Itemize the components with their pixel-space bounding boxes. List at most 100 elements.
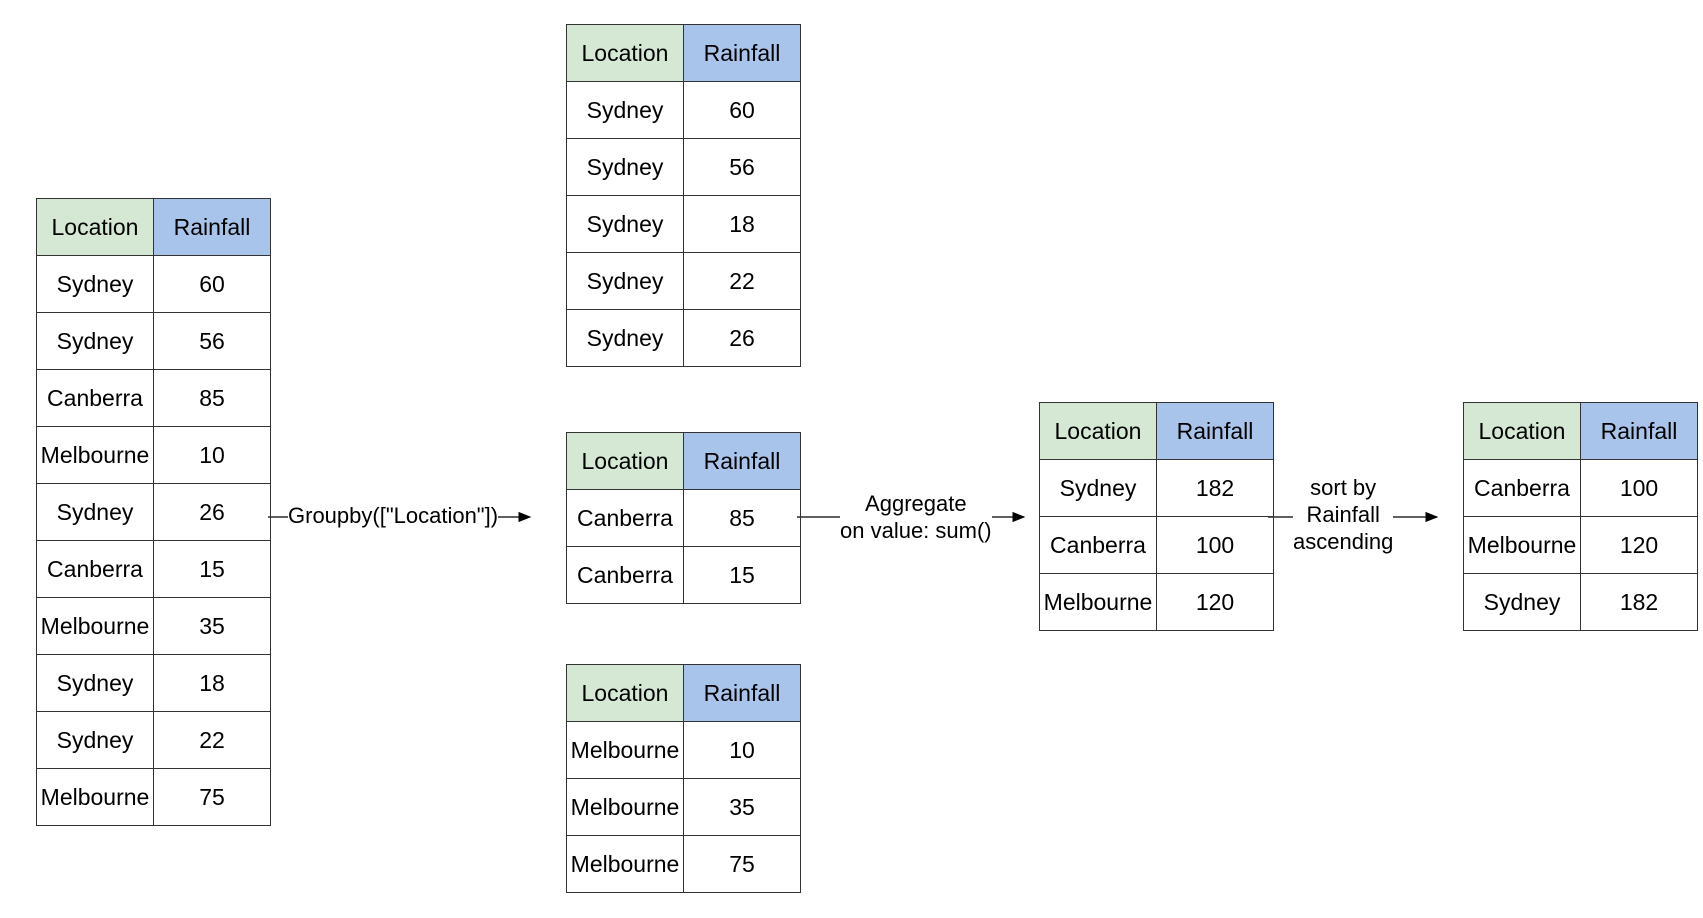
sort-text-line1: sort by <box>1310 475 1377 500</box>
location-cell: Melbourne <box>566 721 684 779</box>
location-cell: Sydney <box>566 252 684 310</box>
location-cell: Sydney <box>566 138 684 196</box>
rainfall-header: Rainfall <box>683 24 801 82</box>
rainfall-header: Rainfall <box>1580 402 1698 460</box>
location-cell: Sydney <box>36 483 154 541</box>
rainfall-cell: 26 <box>683 309 801 367</box>
table-header-row: Location Rainfall <box>566 24 801 82</box>
location-header: Location <box>36 198 154 256</box>
rainfall-header: Rainfall <box>153 198 271 256</box>
table-header-row: Location Rainfall <box>566 432 801 490</box>
table-header-row: Location Rainfall <box>566 664 801 722</box>
location-cell: Melbourne <box>1039 573 1157 631</box>
rainfall-cell: 56 <box>683 138 801 196</box>
rainfall-header: Rainfall <box>683 664 801 722</box>
location-cell: Melbourne <box>566 778 684 836</box>
aggregate-text-line1: Aggregate <box>865 491 967 516</box>
rainfall-cell: 75 <box>153 768 271 826</box>
location-cell: Canberra <box>566 546 684 604</box>
rainfall-cell: 75 <box>683 835 801 893</box>
rainfall-cell: 182 <box>1580 573 1698 631</box>
rainfall-cell: 15 <box>683 546 801 604</box>
location-cell: Sydney <box>36 711 154 769</box>
sort-text-line3: ascending <box>1293 529 1394 554</box>
rainfall-cell: 60 <box>683 81 801 139</box>
rainfall-cell: 85 <box>153 369 271 427</box>
rainfall-cell: 26 <box>153 483 271 541</box>
location-cell: Melbourne <box>36 426 154 484</box>
location-cell: Melbourne <box>36 768 154 826</box>
location-cell: Sydney <box>1039 459 1157 517</box>
sort-label: sort by Rainfall ascending <box>1293 474 1394 555</box>
rainfall-cell: 18 <box>153 654 271 712</box>
rainfall-cell: 10 <box>683 721 801 779</box>
location-cell: Sydney <box>566 195 684 253</box>
rainfall-cell: 100 <box>1156 516 1274 574</box>
sort-text-line2: Rainfall <box>1306 502 1380 527</box>
rainfall-cell: 100 <box>1580 459 1698 517</box>
rainfall-cell: 35 <box>153 597 271 655</box>
location-cell: Sydney <box>566 81 684 139</box>
location-cell: Sydney <box>36 255 154 313</box>
rainfall-cell: 15 <box>153 540 271 598</box>
location-header: Location <box>1039 402 1157 460</box>
aggregate-text-line2: on value: sum() <box>840 518 992 543</box>
location-cell: Sydney <box>36 312 154 370</box>
groupby-text: Groupby(["Location"]) <box>288 503 499 528</box>
table-header-row: Location Rainfall <box>36 198 271 256</box>
rainfall-cell: 18 <box>683 195 801 253</box>
location-cell: Sydney <box>566 309 684 367</box>
rainfall-cell: 22 <box>153 711 271 769</box>
location-cell: Sydney <box>36 654 154 712</box>
location-header: Location <box>566 24 684 82</box>
rainfall-cell: 85 <box>683 489 801 547</box>
location-header: Location <box>566 432 684 490</box>
aggregate-label: Aggregate on value: sum() <box>840 490 992 544</box>
location-cell: Canberra <box>36 540 154 598</box>
table-header-row: Location Rainfall <box>1039 402 1274 460</box>
table-header-row: Location Rainfall <box>1463 402 1698 460</box>
location-cell: Canberra <box>1463 459 1581 517</box>
rainfall-cell: 22 <box>683 252 801 310</box>
rainfall-header: Rainfall <box>683 432 801 490</box>
rainfall-cell: 60 <box>153 255 271 313</box>
location-cell: Melbourne <box>566 835 684 893</box>
location-cell: Canberra <box>36 369 154 427</box>
rainfall-cell: 120 <box>1156 573 1274 631</box>
location-cell: Sydney <box>1463 573 1581 631</box>
location-cell: Canberra <box>566 489 684 547</box>
rainfall-cell: 120 <box>1580 516 1698 574</box>
rainfall-cell: 182 <box>1156 459 1274 517</box>
